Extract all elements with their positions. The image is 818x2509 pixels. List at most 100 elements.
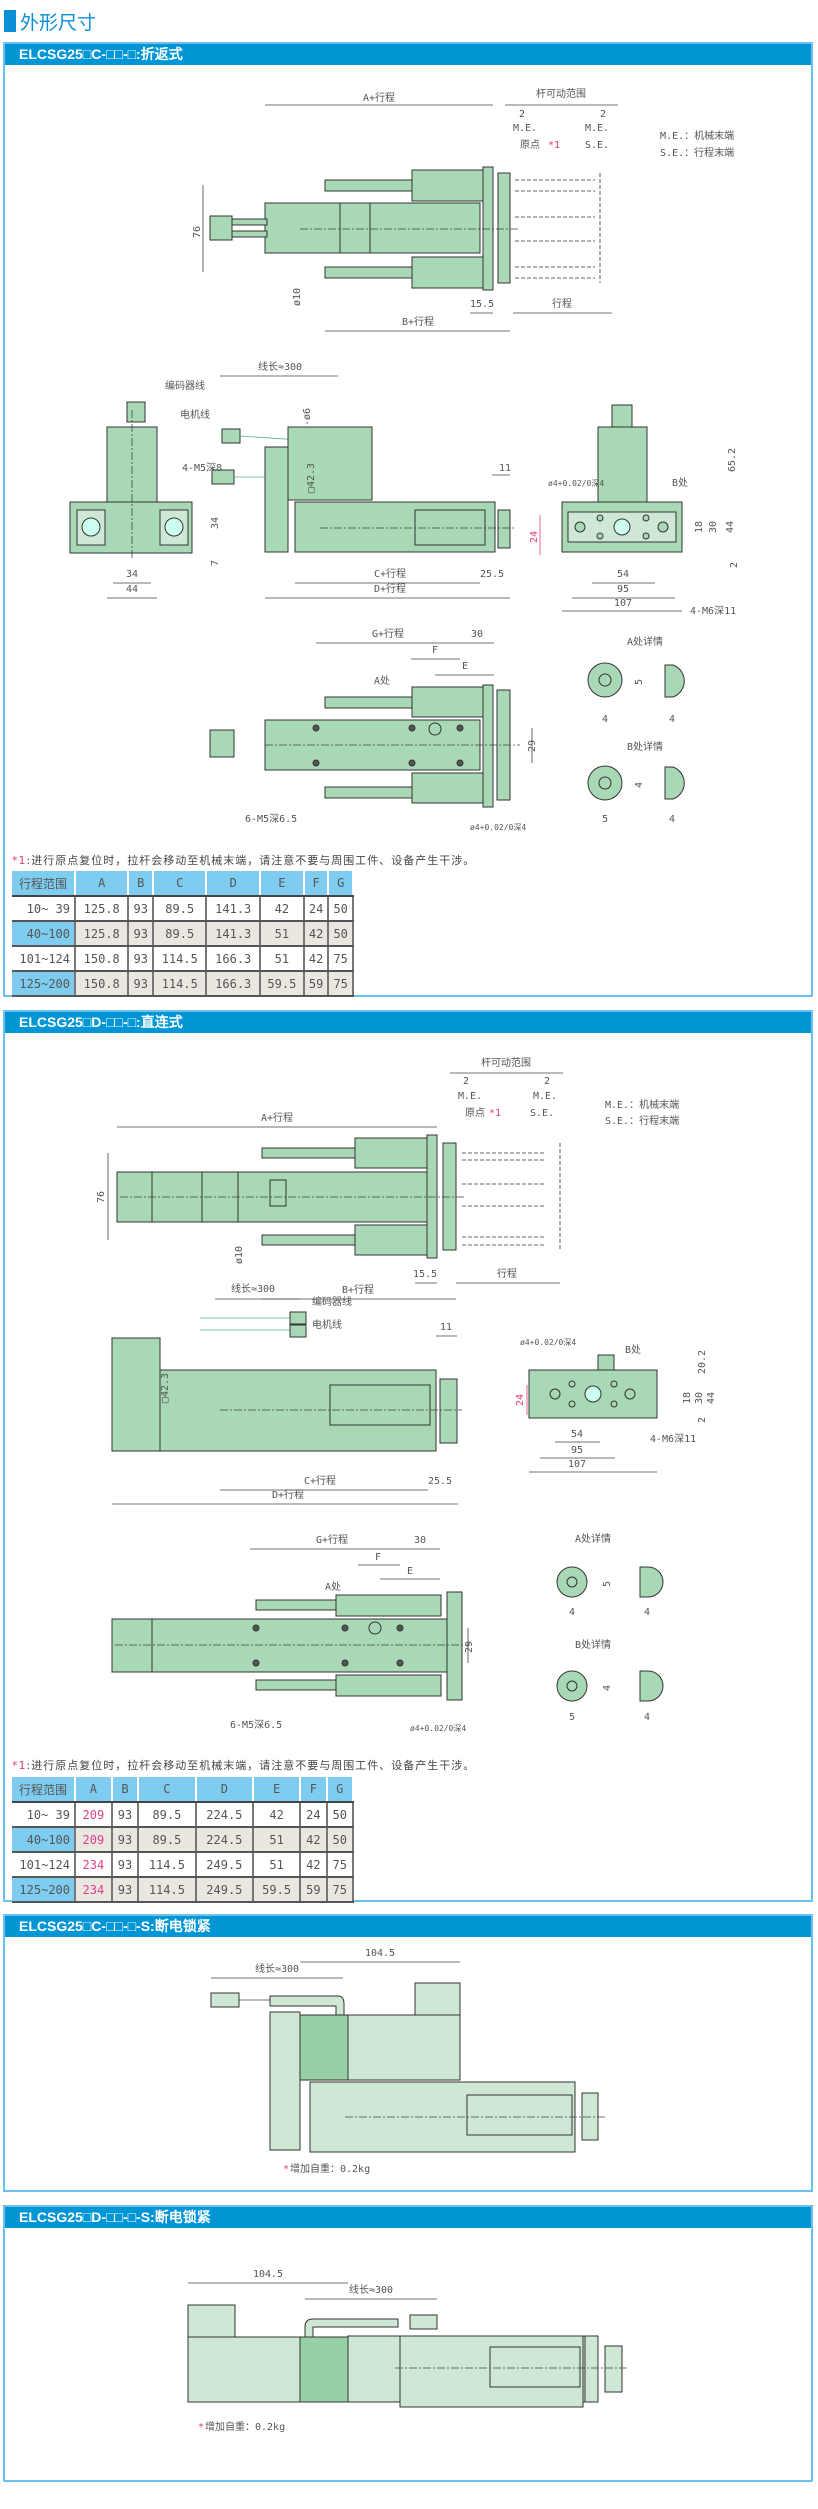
dimension-label: 线长≈300 xyxy=(258,360,302,373)
brake-cap xyxy=(187,2304,236,2338)
center-hole-icon xyxy=(613,518,631,536)
dimension-label: 6-M5深6.5 xyxy=(245,813,297,825)
dimension-label: ø4+0.02/0深4 xyxy=(410,1724,466,1733)
dimension-label: M.E. xyxy=(585,123,609,134)
dimension-label: 44 xyxy=(725,521,736,533)
column-header: A xyxy=(75,871,130,897)
title-square-icon xyxy=(4,10,16,32)
dimension-label: M.E. xyxy=(458,1091,482,1102)
end-plate xyxy=(497,172,511,284)
dimension-label: A处 xyxy=(374,675,390,687)
encoder-connector xyxy=(221,428,241,444)
dimension-label: S.E. xyxy=(585,140,609,151)
rod-end-knob xyxy=(604,2345,623,2393)
dimension-label: B处详情 xyxy=(627,740,663,753)
table-cell: 75 xyxy=(326,1852,355,1878)
dimension-label: 4 xyxy=(569,1607,575,1618)
dimension-label: E xyxy=(407,1566,413,1577)
note-mark: *1 xyxy=(12,854,27,867)
table-cell: 89.5 xyxy=(153,896,208,922)
rod-block xyxy=(414,509,486,546)
table-cell: 24 xyxy=(303,896,330,922)
table-cell: 42 xyxy=(300,1827,328,1853)
dimension-label: 30 xyxy=(471,629,483,640)
flange xyxy=(482,684,494,808)
table-cell: 114.5 xyxy=(138,1852,197,1878)
pin-hole-icon xyxy=(598,673,612,687)
dimension-label: 编码器线 xyxy=(165,379,205,392)
section-header: ELCSG25□C-□□-□:折返式 xyxy=(5,44,811,65)
table-cell: 114.5 xyxy=(138,1877,197,1903)
table-cell: 59 xyxy=(303,971,330,997)
brake-band xyxy=(299,2014,349,2081)
hole-icon xyxy=(549,1388,561,1400)
dimension-label: 4 xyxy=(602,714,608,725)
dimension-label: D+行程 xyxy=(374,582,406,595)
column-header: D xyxy=(195,1777,255,1803)
motor-end xyxy=(111,1618,153,1673)
table-cell: 141.3 xyxy=(206,896,261,922)
dimension-label: M.E. xyxy=(513,123,537,134)
rod xyxy=(261,1147,356,1159)
dimension-label: 18 xyxy=(682,1392,693,1404)
hole-icon xyxy=(568,1400,576,1408)
dimension-label: 76 xyxy=(96,1191,107,1203)
dimension-label: 104.5 xyxy=(365,1948,395,1959)
table-cell: 234 xyxy=(75,1877,113,1903)
dimension-label: 54 xyxy=(617,569,629,580)
dimension-label: 24 xyxy=(515,1394,526,1406)
dimension-label: 4 xyxy=(669,814,675,825)
mount-hole-icon xyxy=(341,1624,349,1632)
table-cell: 50 xyxy=(326,1827,355,1853)
dimension-label: 25.5 xyxy=(428,1476,452,1487)
column-header: 行程范围 xyxy=(12,1777,76,1803)
dimension-label: G+行程 xyxy=(372,627,404,640)
dimension-label: 2 xyxy=(544,1076,550,1087)
cable xyxy=(231,218,268,226)
pin-hole-icon xyxy=(428,722,442,736)
dimension-label: 11 xyxy=(440,1322,452,1333)
dimension-label: 5 xyxy=(569,1712,575,1723)
table-cell: 141.3 xyxy=(206,921,261,947)
dimension-label: A处 xyxy=(325,1581,341,1593)
dimension-label: B+行程 xyxy=(342,1283,374,1296)
legend-text: S.E.：行程末端 xyxy=(660,146,734,159)
rod xyxy=(324,696,413,709)
hole-icon xyxy=(596,532,604,540)
dimension-label: B处详情 xyxy=(575,1638,611,1651)
section-header: ELCSG25□C-□□-□-S:断电锁紧 xyxy=(5,1916,811,1937)
dimension-label: 行程 xyxy=(552,297,572,310)
table-cell: 42 xyxy=(253,1802,302,1828)
dimension-label: *1 xyxy=(489,1108,501,1119)
origin-note: *1:进行原点复位时，拉杆会移动至机械末端，请注意不要与周围工件、设备产生干涉。 xyxy=(12,1757,475,1773)
dimension-label: *1 xyxy=(548,140,560,151)
dimension-label: C+行程 xyxy=(304,1474,336,1487)
guide-cylinder xyxy=(335,1594,442,1617)
dimension-label: 30 xyxy=(694,1392,705,1404)
detail-profile xyxy=(639,1566,664,1598)
table-cell: 93 xyxy=(128,946,155,972)
hole-icon xyxy=(574,521,586,533)
dimension-label: 65.2 xyxy=(727,448,738,472)
weight-note-mark: * xyxy=(198,2422,204,2433)
table-cell: 93 xyxy=(128,921,155,947)
dimension-label: C+行程 xyxy=(374,567,406,580)
page-title-text: 外形尺寸 xyxy=(20,11,97,34)
stroke-range-cell: 101~124 xyxy=(12,1852,76,1878)
note-text: :进行原点复位时，拉杆会移动至机械末端，请注意不要与周围工件、设备产生干涉。 xyxy=(26,854,476,867)
dimension-label: 107 xyxy=(614,598,632,609)
table-cell: 209 xyxy=(75,1827,113,1853)
dimension-label: 线长≈300 xyxy=(255,1962,299,1975)
hole-icon xyxy=(596,514,604,522)
dimension-label: 杆可动范围 xyxy=(536,87,586,100)
dimension-label: 5 xyxy=(602,814,608,825)
table-cell: 42 xyxy=(303,946,330,972)
dimension-label: 4-M6深11 xyxy=(690,605,736,617)
mount-hole-icon xyxy=(396,1659,404,1667)
dimension-label: 4 xyxy=(602,1685,613,1691)
connector xyxy=(126,401,146,423)
